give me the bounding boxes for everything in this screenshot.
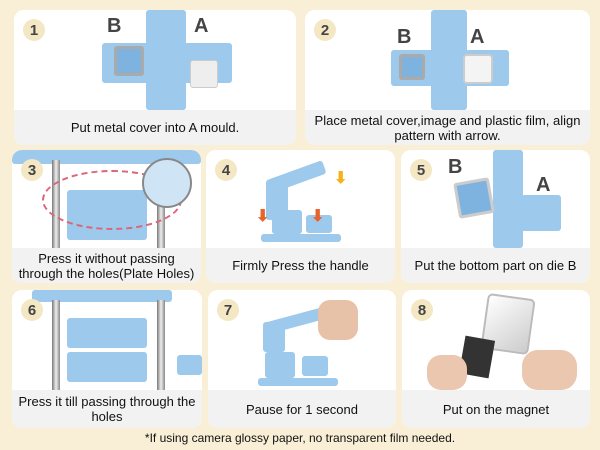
step-7-image bbox=[208, 290, 396, 390]
step-number-badge: 6 bbox=[21, 299, 43, 321]
step-5-panel: 5 B A Put the bottom part on die B bbox=[401, 150, 590, 283]
step-caption: Firmly Press the handle bbox=[206, 248, 395, 283]
step-4-image: ⬇ ⬇ ⬇ bbox=[206, 150, 395, 248]
step-caption: Press it till passing through the holes bbox=[12, 390, 202, 428]
mould-label-b: B bbox=[107, 15, 122, 37]
step-8-image bbox=[402, 290, 590, 390]
step-number-badge: 8 bbox=[411, 299, 433, 321]
down-arrow-icon: ⬇ bbox=[256, 208, 270, 225]
mould-label-b: B bbox=[448, 156, 463, 178]
step-2-panel: 2 B A Place metal cover,image and plasti… bbox=[305, 10, 590, 145]
mould-label-a: A bbox=[194, 15, 209, 37]
step-number-badge: 7 bbox=[217, 299, 239, 321]
mould-label-b: B bbox=[397, 26, 412, 48]
step-number-badge: 2 bbox=[314, 19, 336, 41]
step-caption: Put on the magnet bbox=[402, 390, 590, 428]
step-caption: Put metal cover into A mould. bbox=[14, 110, 296, 145]
step-4-panel: 4 ⬇ ⬇ ⬇ Firmly Press the handle bbox=[206, 150, 395, 283]
step-2-image: B A bbox=[305, 10, 590, 110]
down-arrow-icon: ⬇ bbox=[334, 170, 348, 187]
footer-note: *If using camera glossy paper, no transp… bbox=[144, 431, 456, 445]
down-arrow-icon: ⬇ bbox=[311, 208, 325, 225]
step-number-badge: 4 bbox=[215, 159, 237, 181]
step-caption: Place metal cover,image and plastic film… bbox=[305, 110, 590, 145]
step-6-image bbox=[12, 290, 202, 390]
step-1-panel: 1 B A Put metal cover into A mould. bbox=[14, 10, 296, 145]
mould-label-a: A bbox=[470, 26, 485, 48]
step-number-badge: 3 bbox=[21, 159, 43, 181]
step-number-badge: 5 bbox=[410, 159, 432, 181]
step-caption: Pause for 1 second bbox=[208, 390, 396, 428]
step-caption: Put the bottom part on die B bbox=[401, 248, 590, 283]
step-7-panel: 7 Pause for 1 second bbox=[208, 290, 396, 428]
step-caption: Press it without passing through the hol… bbox=[12, 248, 201, 283]
step-8-panel: 8 Put on the magnet bbox=[402, 290, 590, 428]
step-6-panel: 6 Press it till passing through the hole… bbox=[12, 290, 202, 428]
step-3-image bbox=[12, 150, 201, 248]
step-3-panel: 3 Press it without passing through the h… bbox=[12, 150, 201, 283]
step-number-badge: 1 bbox=[23, 19, 45, 41]
step-5-image: B A bbox=[401, 150, 590, 248]
step-1-image: B A bbox=[14, 10, 296, 110]
mould-label-a: A bbox=[536, 174, 551, 196]
